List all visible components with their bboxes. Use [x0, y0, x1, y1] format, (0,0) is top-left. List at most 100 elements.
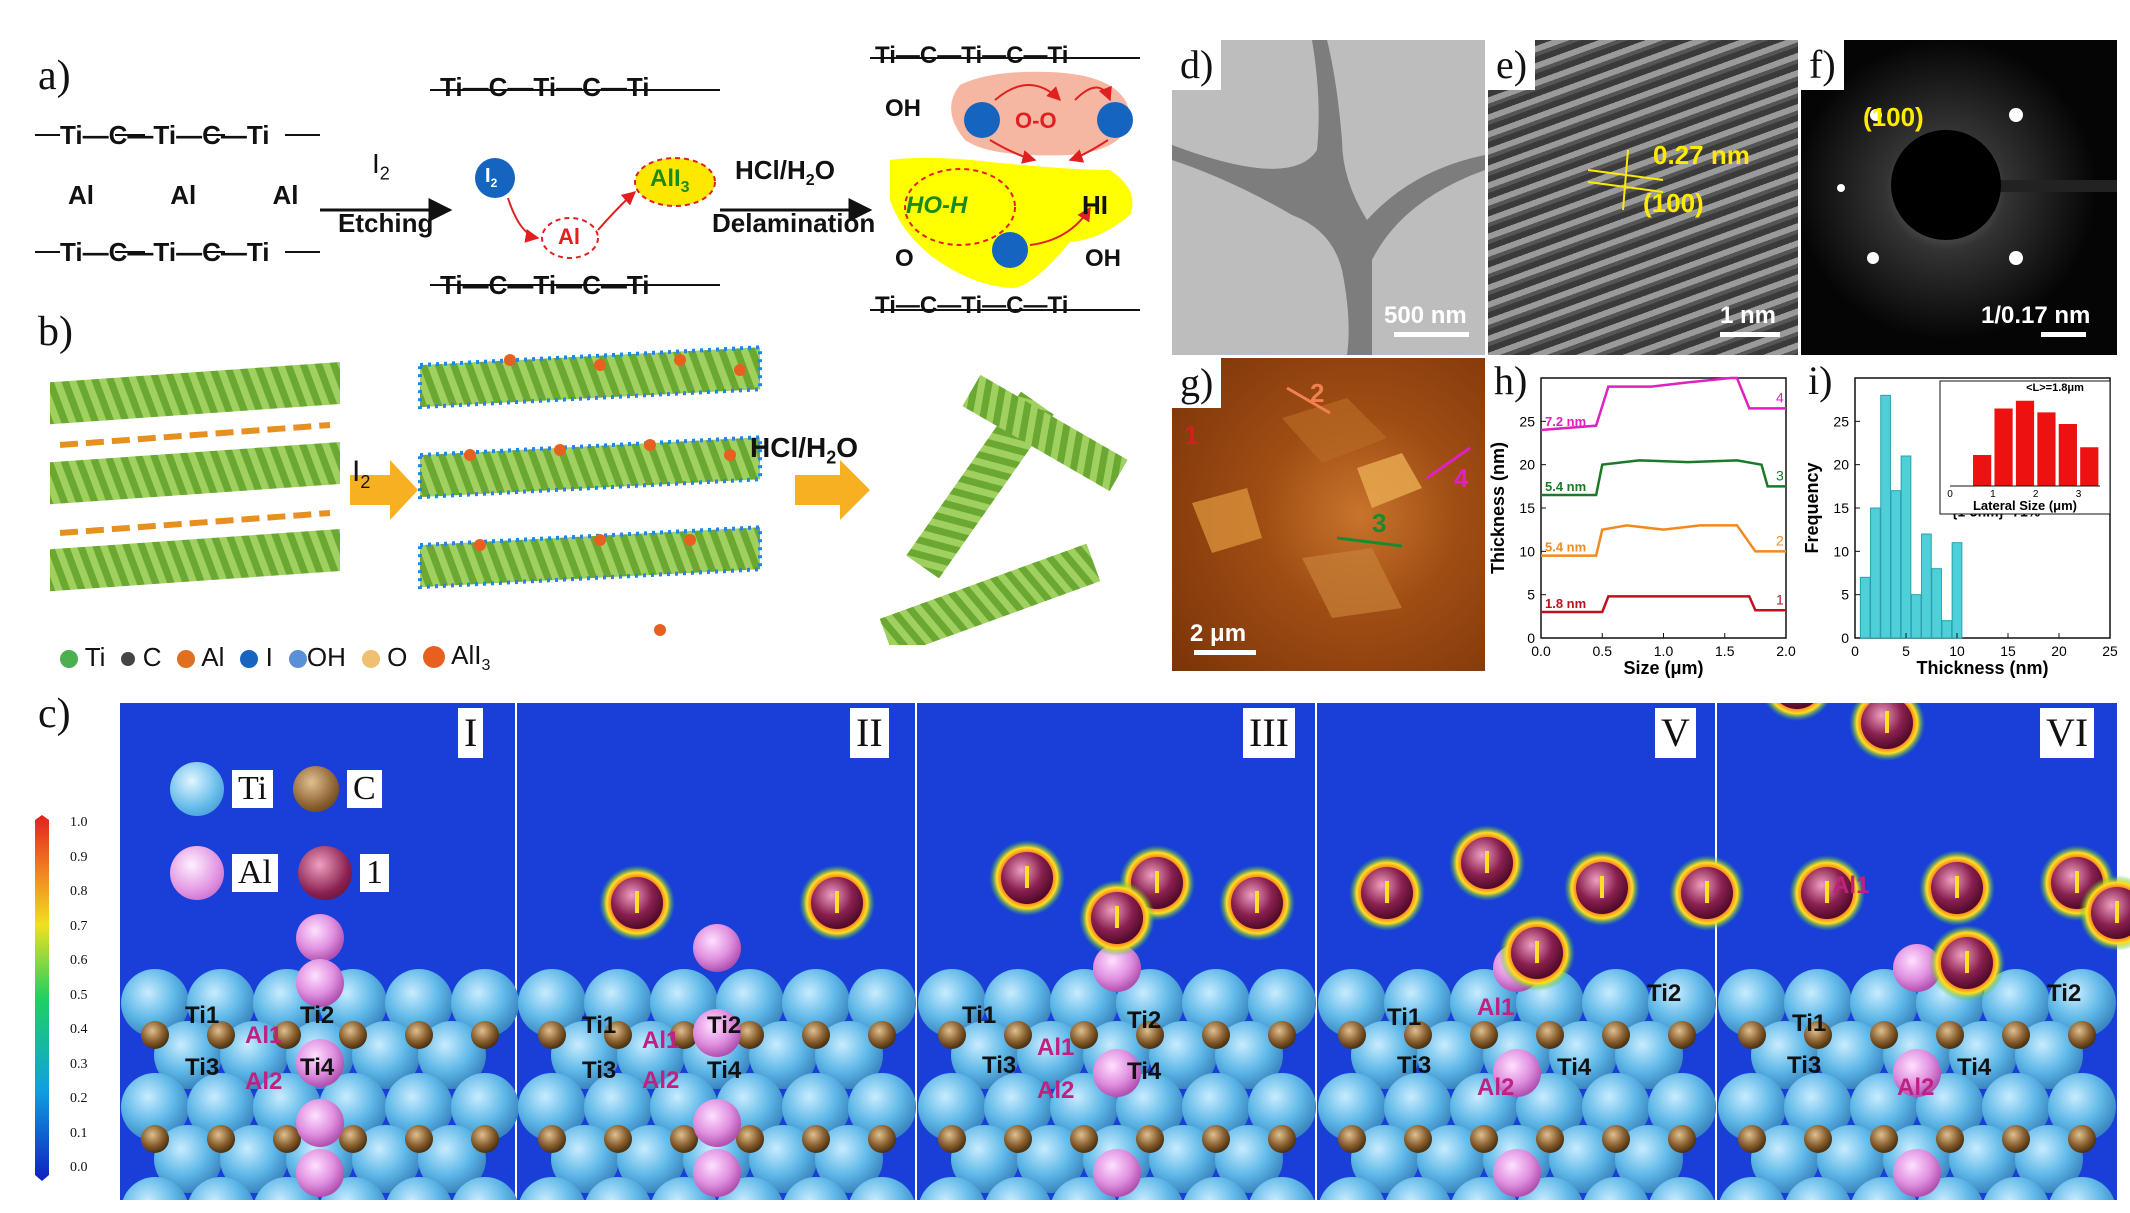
c-atom	[207, 1125, 235, 1153]
c-atom	[1404, 1125, 1432, 1153]
c-atom	[1268, 1125, 1296, 1153]
c-atom	[938, 1021, 966, 1049]
c-atom	[1338, 1125, 1366, 1153]
ti-atom	[2015, 1021, 2083, 1089]
al-atom	[1493, 1049, 1541, 1097]
ti-atom	[1017, 1021, 1085, 1089]
ti-atom	[154, 1125, 222, 1193]
series-label-4: 4	[1776, 389, 1784, 405]
c-atom	[1936, 1125, 1964, 1153]
iodine-atom	[2091, 887, 2130, 939]
ti-dot-icon	[60, 650, 78, 669]
ho-h-label: HO-H	[906, 192, 968, 219]
c-atom	[670, 1021, 698, 1049]
c-atom	[1738, 1021, 1766, 1049]
c-atom	[868, 1021, 896, 1049]
step1-reagent: I2	[372, 148, 390, 184]
c-atom	[1404, 1021, 1432, 1049]
c-atom	[1936, 1021, 1964, 1049]
step1-label: Etching	[338, 208, 434, 238]
ti-atom	[918, 1073, 986, 1141]
al-atom	[693, 924, 741, 972]
afm-line-1-label: 1	[1184, 420, 1199, 450]
tem-image-d: d) 500 nm	[1172, 40, 1485, 355]
scale-d: 500 nm	[1384, 302, 1467, 329]
ti-atom	[783, 1177, 849, 1200]
ti-atom	[121, 969, 189, 1037]
scalebar-e	[1720, 332, 1780, 337]
panel-label-d: d)	[1172, 40, 1222, 90]
ti-atom	[1384, 1073, 1452, 1141]
c-atom	[1536, 1125, 1564, 1153]
ti-atom	[1149, 1125, 1217, 1193]
panel-label-a: a)	[38, 53, 71, 99]
c-atom	[2002, 1021, 2030, 1049]
ti-atom	[418, 1125, 486, 1193]
ti-atom	[782, 969, 850, 1037]
al-atom: Al	[558, 224, 580, 249]
ti-atom	[1648, 969, 1716, 1037]
al-atom	[296, 959, 344, 1007]
ti-atom	[782, 1073, 850, 1141]
panel-label-i: i)	[1800, 356, 1841, 406]
ti-atom	[451, 1073, 519, 1141]
inset-xlabel: Lateral Size (μm)	[1973, 498, 2077, 513]
y-tick-label: 5	[1527, 587, 1535, 603]
ti-atom	[1817, 1125, 1885, 1193]
sim-label-1: I	[458, 708, 484, 758]
atom-label-ti3: Ti3	[1397, 1052, 1431, 1079]
y-tick-label: 10	[1519, 543, 1535, 559]
legend-c: C	[121, 642, 161, 673]
atom-label-ti1: Ti1	[1792, 1010, 1826, 1037]
atom-label-ti2: Ti2	[1647, 980, 1681, 1007]
ti-atom	[749, 1021, 817, 1089]
series-line-2	[1541, 524, 1786, 557]
histogram-bar	[1890, 490, 1902, 639]
atom-label-al1: Al1	[1037, 1034, 1074, 1061]
histogram-bar	[1880, 394, 1891, 639]
legend-i: I	[240, 642, 273, 673]
ti-atom	[1050, 969, 1118, 1037]
panel-label-e: e)	[1488, 40, 1536, 90]
ti-atom	[352, 1021, 420, 1089]
atom-label-ti1: Ti1	[962, 1002, 996, 1029]
c-atom	[141, 1125, 169, 1153]
al-atom	[1093, 1149, 1141, 1197]
c-atom	[1070, 1021, 1098, 1049]
inset-bar	[1994, 408, 2013, 486]
ti-atom	[220, 1021, 288, 1089]
ti-atom	[1583, 1177, 1649, 1200]
ti-atom	[1751, 1021, 1819, 1089]
ti-atom	[815, 1125, 883, 1193]
atom-label-ti1: Ti1	[582, 1012, 616, 1039]
ti-atom	[749, 1125, 817, 1193]
atom-label-ti4: Ti4	[300, 1054, 335, 1081]
scale-g: 2 μm	[1190, 620, 1247, 647]
ti-atom	[385, 969, 453, 1037]
ti-atom	[2049, 1177, 2115, 1200]
y-tick-label: 0	[1527, 630, 1535, 646]
ti-atom	[1249, 1177, 1315, 1200]
inset-title: <L>=1.8μm	[2026, 382, 2084, 394]
ti-label-bottom: Ti—C—Ti—C—Ti	[60, 237, 270, 267]
ti-atom	[1351, 1125, 1419, 1193]
histogram-bar	[1931, 568, 1942, 639]
ti-atom	[1549, 1021, 1617, 1089]
ti-atom	[984, 1073, 1052, 1141]
c-atom	[1668, 1021, 1696, 1049]
atom-label-ti1: Ti1	[185, 1002, 219, 1029]
series-line-4	[1540, 376, 1786, 432]
c-atom	[1268, 1021, 1296, 1049]
ti-atom	[1215, 1021, 1283, 1089]
panel-label-c: c)	[38, 691, 71, 737]
atom-label-ti3: Ti3	[582, 1057, 616, 1084]
ti-atom	[1183, 1177, 1249, 1200]
al-atom	[1893, 944, 1941, 992]
ti-atom	[1817, 1021, 1885, 1089]
x-axis-label: Size (μm)	[1623, 658, 1703, 678]
ti-atom	[2015, 1125, 2083, 1193]
colorbar	[35, 815, 49, 1181]
atom-label-al2: Al2	[1897, 1074, 1934, 1101]
scheme-b	[50, 345, 1128, 645]
